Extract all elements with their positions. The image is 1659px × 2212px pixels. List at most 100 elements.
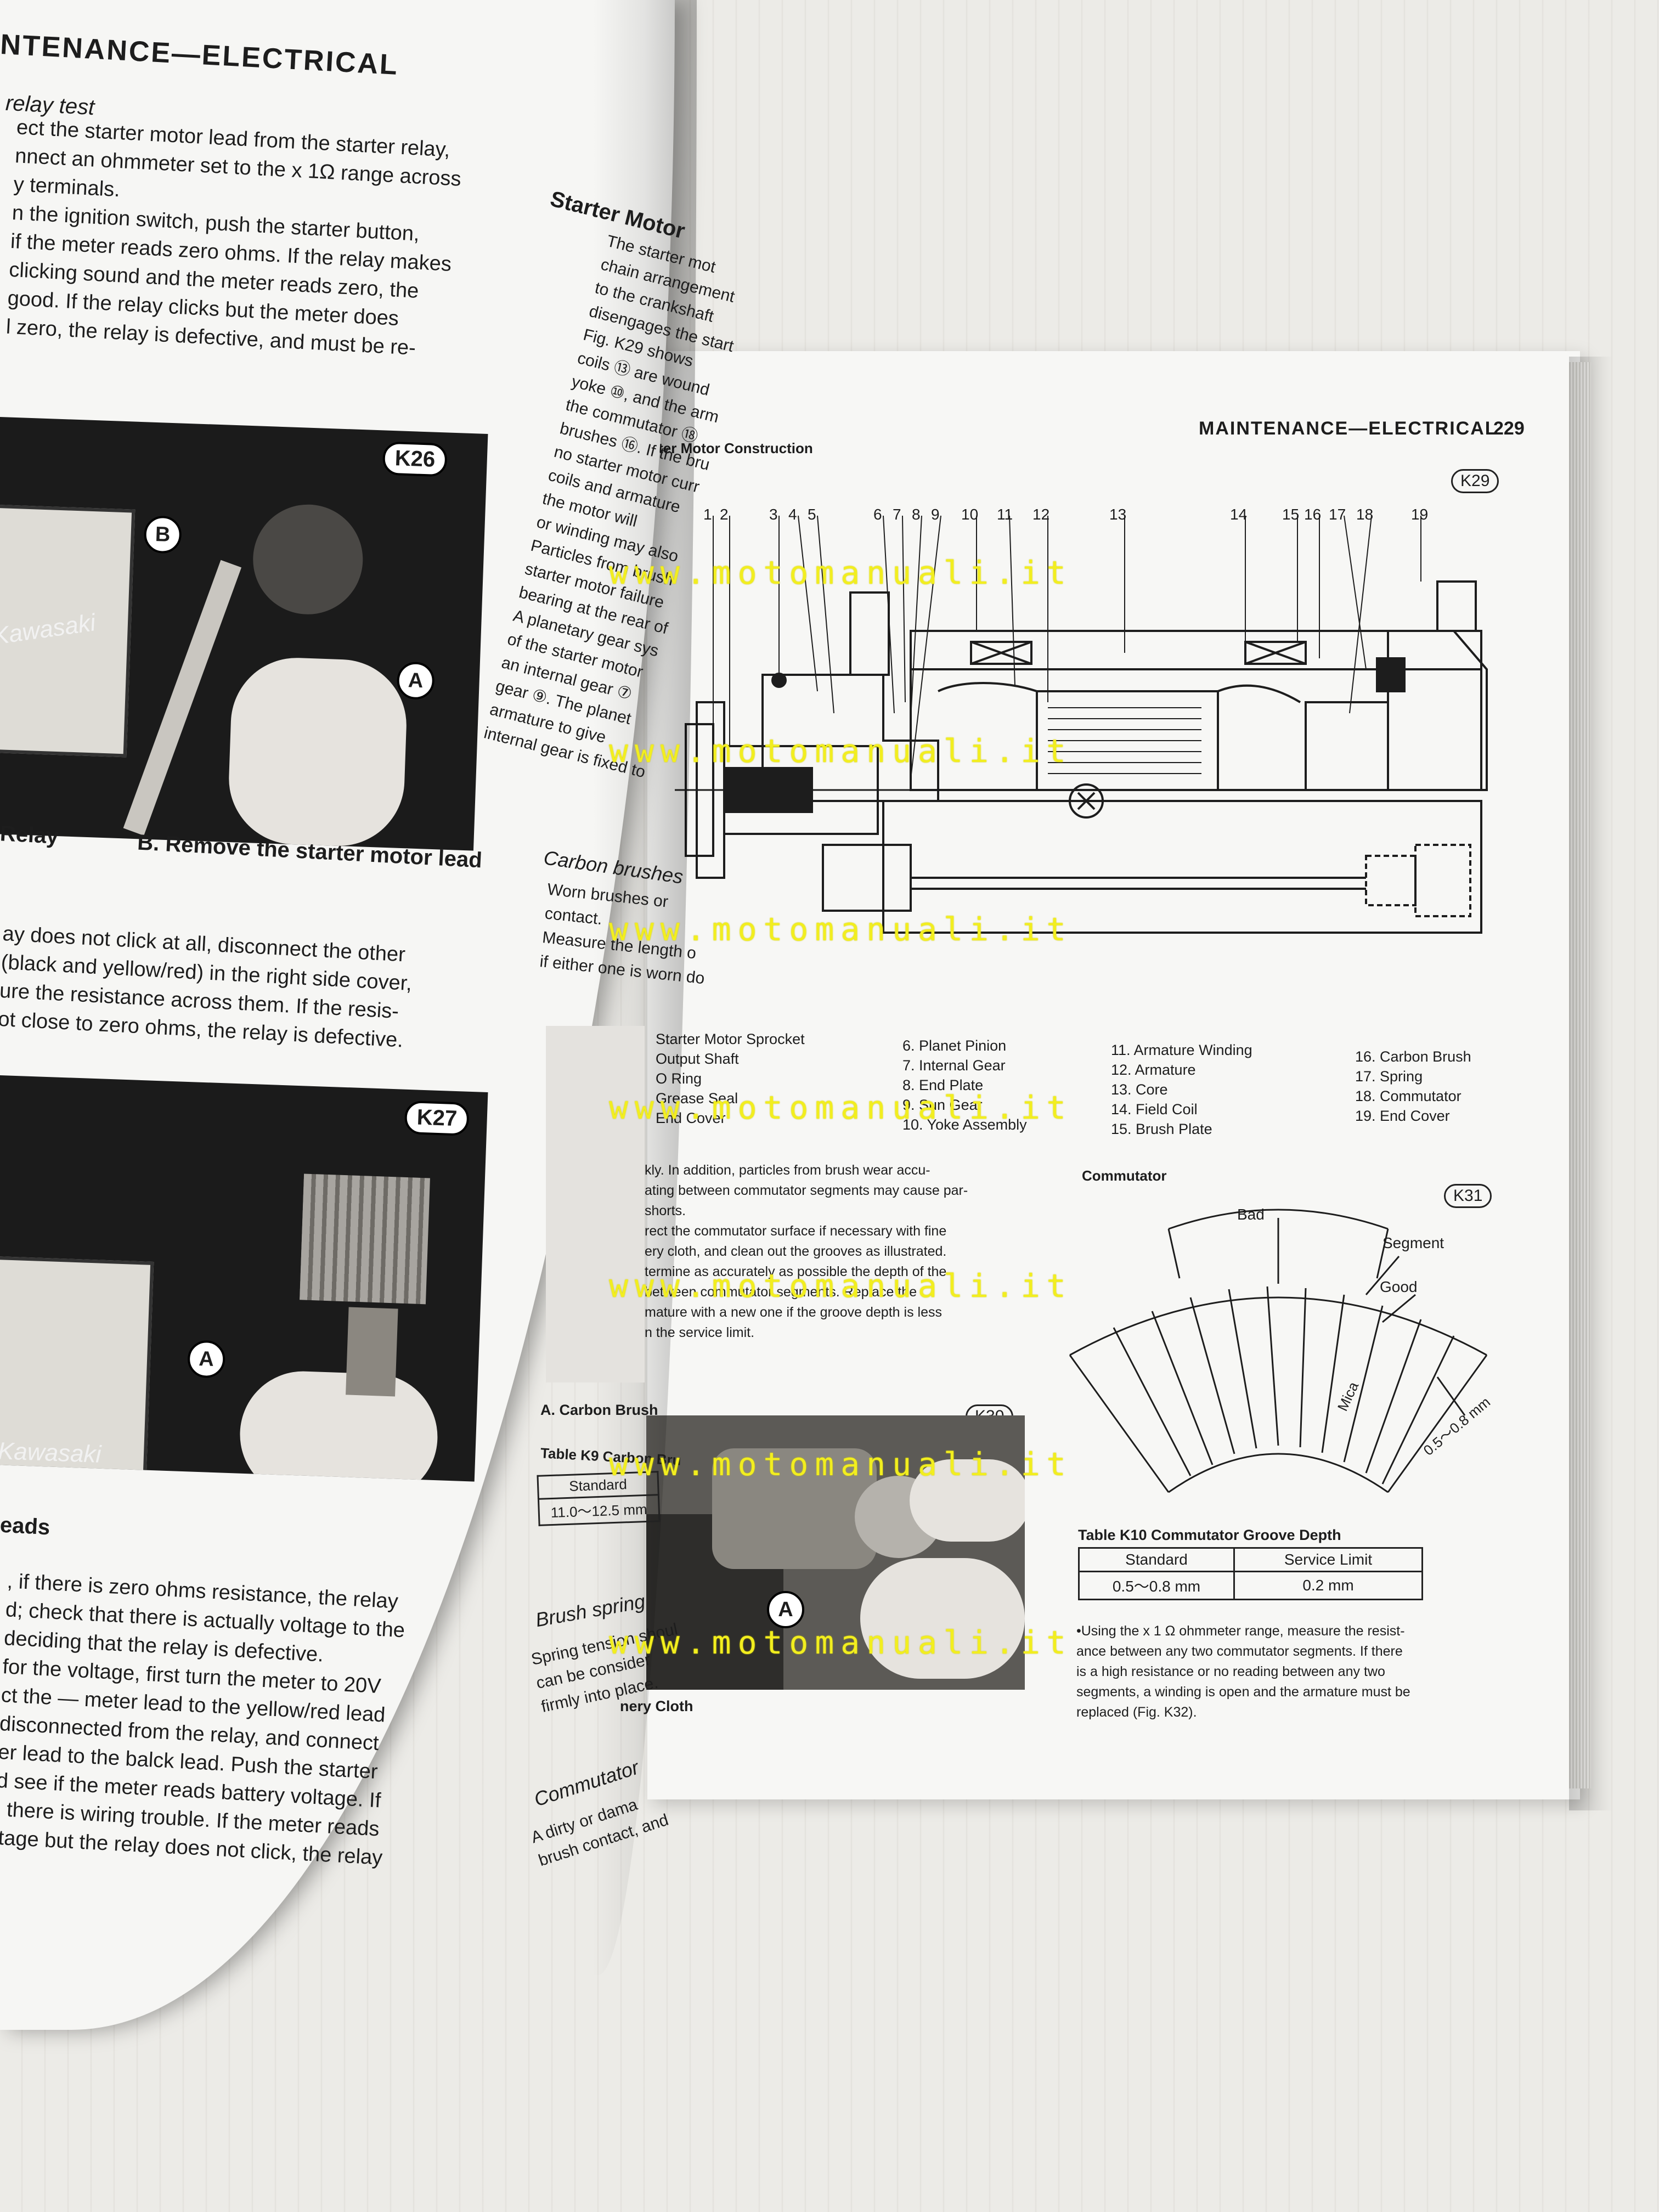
voltage-check-text: , if there is zero ohms resistance, the … (0, 1567, 512, 1878)
hand (227, 656, 409, 849)
fig-k27-photo: Kawasaki K27 A (0, 1075, 488, 1482)
watermark: www.motomanuali.it (609, 1267, 1073, 1305)
k26-caption-left: Relay (0, 821, 59, 849)
callout-b: B (143, 515, 182, 554)
fig-k29-tag: K29 (1451, 469, 1499, 493)
part-number: 7 (893, 506, 901, 523)
watermark: www.motomanuali.it (609, 1624, 1073, 1661)
legend-column-4: 16. Carbon Brush 17. Spring 18. Commutat… (1355, 1047, 1471, 1126)
legend-item: 11. Armature Winding (1111, 1042, 1252, 1058)
part-number: 13 (1109, 506, 1127, 523)
callout-a: A (396, 661, 435, 700)
fuse-holder (346, 1307, 398, 1397)
part-number: 16 (1304, 506, 1322, 523)
part-number: 15 (1282, 506, 1300, 523)
legend-item: 17. Spring (1355, 1068, 1423, 1085)
ohmmeter-instructions: •Using the x 1 Ω ohmmeter range, measure… (1076, 1621, 1410, 1723)
watermark: www.motomanuali.it (609, 1446, 1073, 1483)
probe (123, 560, 242, 836)
part-number: 14 (1230, 506, 1248, 523)
hand (238, 1369, 440, 1482)
table-header: Service Limit (1233, 1547, 1423, 1572)
legend-item: 16. Carbon Brush (1355, 1048, 1471, 1065)
text-line: kly. In addition, particles from brush w… (645, 1163, 930, 1178)
part-number: 6 (873, 506, 882, 523)
right-page-header: MAINTENANCE—ELECTRICAL (1199, 418, 1498, 439)
legend-item: 19. End Cover (1355, 1108, 1450, 1124)
part-number: 11 (997, 506, 1013, 523)
text-line: segments, a winding is open and the arma… (1076, 1684, 1410, 1700)
carbon-brush-caption: A. Carbon Brush (540, 1402, 658, 1418)
part-number: 5 (808, 506, 816, 523)
watermark: www.motomanuali.it (609, 1089, 1073, 1126)
fig-k26-tag: K26 (382, 441, 448, 477)
text-line: ance between any two commutator segments… (1076, 1644, 1403, 1659)
text-line: termine as accurately as possible the de… (645, 1264, 947, 1279)
part-number: 10 (961, 506, 979, 523)
callout-a: A (187, 1340, 226, 1379)
page-shadow (1569, 357, 1613, 1810)
legend-item: 14. Field Coil (1111, 1101, 1198, 1118)
part-number: 4 (788, 506, 797, 523)
legend-item: 18. Commutator (1355, 1088, 1462, 1104)
watermark: www.motomanuali.it (609, 732, 1073, 770)
text-line: rect the commutator surface if necessary… (645, 1223, 947, 1239)
legend-item: 13. Core (1111, 1081, 1168, 1098)
fig-k27-tag: K27 (404, 1100, 470, 1136)
legend-item: 7. Internal Gear (902, 1057, 1006, 1074)
part-number: 9 (931, 506, 940, 523)
fig-k30-photo: A (646, 1415, 1025, 1690)
part-number: 12 (1032, 506, 1050, 523)
fig-k31-tag: K31 (1444, 1184, 1492, 1208)
table-header: Standard (1078, 1547, 1235, 1572)
text-line: mature with a new one if the groove dept… (645, 1305, 942, 1320)
legend-item: Starter Motor Sprocket (656, 1031, 805, 1047)
legend-item: 12. Armature (1111, 1062, 1196, 1078)
label-bad: Bad (1237, 1206, 1265, 1223)
starter-relay (251, 503, 365, 617)
text-line: n the service limit. (645, 1325, 755, 1340)
legend-item: Output Shaft (656, 1051, 739, 1067)
legend-item: O Ring (656, 1070, 702, 1087)
legend-column-2: 6. Planet Pinion 7. Internal Gear 8. End… (902, 1036, 1027, 1135)
armature (712, 1448, 877, 1569)
legend-item: 15. Brush Plate (1111, 1121, 1212, 1137)
callout-a: A (767, 1591, 804, 1628)
commutator-text: kly. In addition, particles from brush w… (645, 1160, 968, 1343)
page-number: 229 (1493, 418, 1525, 439)
legend-column-3: 11. Armature Winding 12. Armature 13. Co… (1111, 1040, 1252, 1139)
text-line: ery cloth, and clean out the grooves as … (645, 1244, 947, 1259)
fig-k26-photo: Kawasaki K26 B A (0, 417, 488, 851)
legend-column-1: Starter Motor Sprocket Output Shaft O Ri… (656, 1029, 805, 1128)
legend-item: 6. Planet Pinion (902, 1037, 1007, 1054)
commutator-diagram (1069, 1209, 1488, 1493)
text-line: between commutator segments. Replace the (645, 1284, 917, 1300)
part-number: 19 (1411, 506, 1429, 523)
fig-k29-title: rter Motor Construction (653, 440, 813, 456)
watermark: www.motomanuali.it (609, 554, 1073, 591)
legend-item: 10. Yoke Assembly (902, 1116, 1027, 1133)
text-line: replaced (Fig. K32). (1076, 1705, 1197, 1720)
legend-item: Grease Seal (656, 1090, 738, 1107)
part-number: 18 (1356, 506, 1374, 523)
carbon-brush-photo (546, 1026, 645, 1383)
page-edge (1569, 362, 1591, 1788)
hand (860, 1558, 1025, 1679)
text-line: shorts. (645, 1201, 968, 1221)
watermark: www.motomanuali.it (609, 911, 1073, 948)
table-cell: 0.5～0.8 mm (1078, 1571, 1235, 1600)
part-number: 1 (703, 506, 712, 523)
k27-caption: eads (0, 1513, 51, 1540)
legend-item: 9. Sun Gear (902, 1097, 983, 1113)
table-cell: 11.0～12.5 mm (538, 1494, 659, 1526)
part-number: 2 (720, 506, 729, 523)
emery-cloth-caption: nery Cloth (620, 1698, 693, 1714)
text-line: •Using the x 1 Ω ohmmeter range, measure… (1076, 1623, 1405, 1639)
legend-item: End Cover (656, 1110, 726, 1126)
part-number: 3 (769, 506, 778, 523)
meter-brand: Kawasaki (0, 1437, 102, 1468)
hand (910, 1459, 1025, 1542)
legend-item: 8. End Plate (902, 1077, 984, 1093)
table-k10: Standard Service Limit 0.5～0.8 mm 0.2 mm (1078, 1547, 1423, 1600)
text-line: ating between commutator segments may ca… (645, 1183, 968, 1198)
